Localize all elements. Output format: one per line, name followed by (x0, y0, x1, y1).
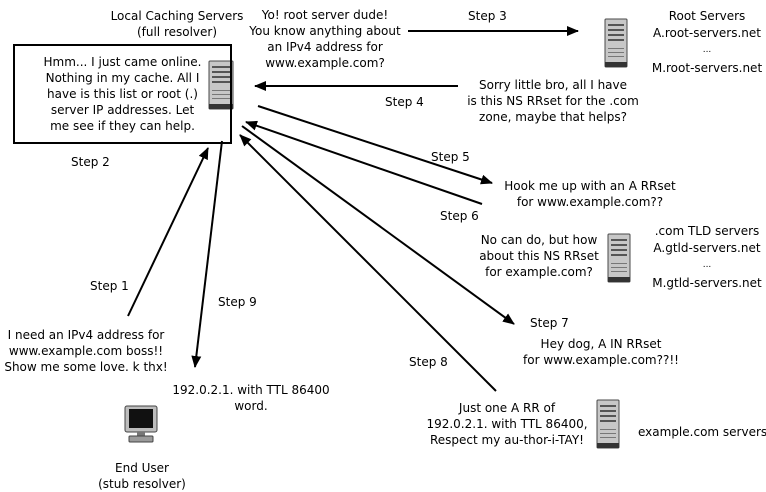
step-8-label: Step 8 (409, 355, 448, 369)
arrow-step-5 (257, 105, 493, 185)
reply-root-line-2: is this NS RRset for the .com (467, 94, 639, 108)
tld-servers-line-1: A.gtld-servers.net (653, 241, 761, 255)
tld-servers-line-3: M.gtld-servers.net (652, 276, 762, 290)
reply-auth-line-1: Just one A RR of (458, 401, 556, 415)
reply-root-line-3: zone, maybe that helps? (479, 110, 627, 124)
end-user-title: End User (115, 461, 169, 475)
reply-root-line-1: Sorry little bro, all I have (478, 78, 628, 92)
step-7-label: Step 7 (530, 316, 569, 330)
step-2-label: Step 2 (71, 155, 110, 169)
query-root-line-1: Yo! root server dude! (261, 8, 389, 22)
arrow-step-7 (241, 125, 515, 325)
computer-icon (124, 405, 158, 443)
step-5-label: Step 5 (431, 150, 470, 164)
arrow-step-1 (127, 147, 209, 317)
query-tld-line-2: for www.example.com?? (516, 195, 664, 209)
note-line-3: have is this list or root (.) (47, 87, 198, 101)
reply-tld-line-3: for example.com? (485, 265, 593, 279)
root-server-icon (604, 18, 628, 68)
step-3-label: Step 3 (468, 9, 507, 23)
query-auth-line-2: for www.example.com??!! (523, 353, 679, 367)
note-line-4: server IP addresses. Let (50, 103, 195, 117)
query-auth-line-1: Hey dog, A IN RRset (540, 337, 662, 351)
step-6-label: Step 6 (440, 209, 479, 223)
local-servers-subtitle: (full resolver) (136, 25, 218, 39)
auth-servers-title: example.com servers (638, 425, 766, 439)
user-answer-line-2: word. (234, 399, 268, 413)
reply-auth-line-2: 192.0.2.1. with TTL 86400, (426, 417, 588, 431)
local-servers-title: Local Caching Servers (110, 9, 244, 23)
query-tld-line-1: Hook me up with an A RRset (504, 179, 676, 193)
note-line-2: Nothing in my cache. All I (45, 71, 200, 85)
end-user-subtitle: (stub resolver) (98, 477, 186, 491)
tld-server-icon (607, 233, 631, 283)
tld-servers-title: .com TLD servers (654, 224, 760, 238)
reply-tld-line-1: No can do, but how (480, 233, 598, 247)
step-9-label: Step 9 (218, 295, 257, 309)
note-line-1: Hmm... I just came online. (43, 55, 202, 69)
reply-tld-line-2: about this NS RRset (479, 249, 599, 263)
step-4-label: Step 4 (385, 95, 424, 109)
root-servers-line-2: ... (702, 45, 712, 55)
user-query-line-1: I need an IPv4 address for (7, 328, 165, 342)
user-query-line-2: www.example.com boss!! (8, 344, 164, 358)
user-answer-line-1: 192.0.2.1. with TTL 86400 (172, 383, 330, 397)
root-servers-line-3: M.root-servers.net (651, 61, 763, 75)
query-root-line-4: www.example.com? (265, 56, 385, 70)
resolver-note-box (13, 44, 232, 144)
step-1-label: Step 1 (90, 279, 129, 293)
query-root-line-2: You know anything about (249, 24, 401, 38)
note-line-5: me see if they can help. (50, 119, 195, 133)
auth-server-icon (596, 399, 620, 449)
arrow-step-9 (191, 140, 223, 368)
user-query-line-3: Show me some love. k thx! (4, 360, 168, 374)
root-servers-line-1: A.root-servers.net (653, 26, 761, 40)
local-server-icon (208, 60, 234, 110)
tld-servers-line-2: ... (702, 260, 712, 270)
root-servers-title: Root Servers (668, 9, 746, 23)
arrow-step-6 (245, 120, 483, 205)
reply-auth-line-3: Respect my au-thor-i-TAY! (430, 433, 584, 447)
arrow-step-8 (239, 134, 497, 392)
query-root-line-3: an IPv4 address for (267, 40, 383, 54)
